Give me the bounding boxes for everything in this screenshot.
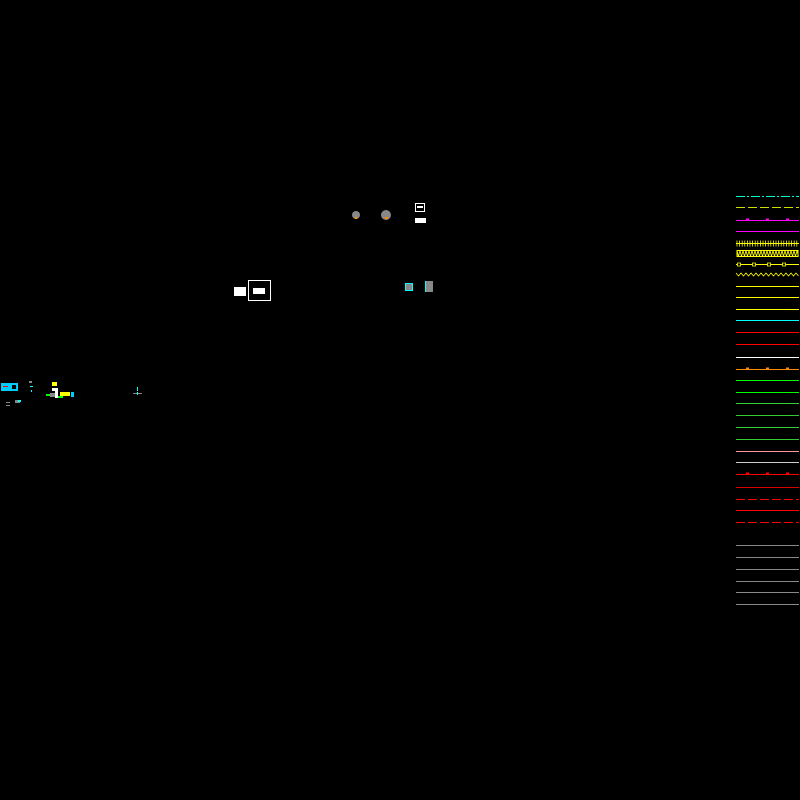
white-block-left bbox=[234, 287, 246, 296]
white-box-symbol bbox=[415, 203, 425, 212]
legend-line-ticks bbox=[736, 367, 799, 370]
grey-circle-small bbox=[352, 211, 360, 219]
cyan-grey-box bbox=[405, 283, 413, 291]
left-detail-cluster bbox=[1, 381, 142, 406]
legend-line-zigzagfill bbox=[736, 250, 799, 257]
grey-circle-large bbox=[381, 210, 391, 220]
framed-block bbox=[248, 280, 271, 301]
legend-line-circles bbox=[736, 262, 799, 267]
legend-line-wave bbox=[735, 272, 799, 277]
grey-box bbox=[425, 281, 433, 292]
legend-line-ticks bbox=[736, 218, 799, 221]
legend-line-ticks bbox=[736, 472, 799, 475]
legend-line-hatch bbox=[736, 240, 799, 247]
linetype-legend bbox=[735, 196, 799, 605]
white-block bbox=[415, 218, 426, 223]
